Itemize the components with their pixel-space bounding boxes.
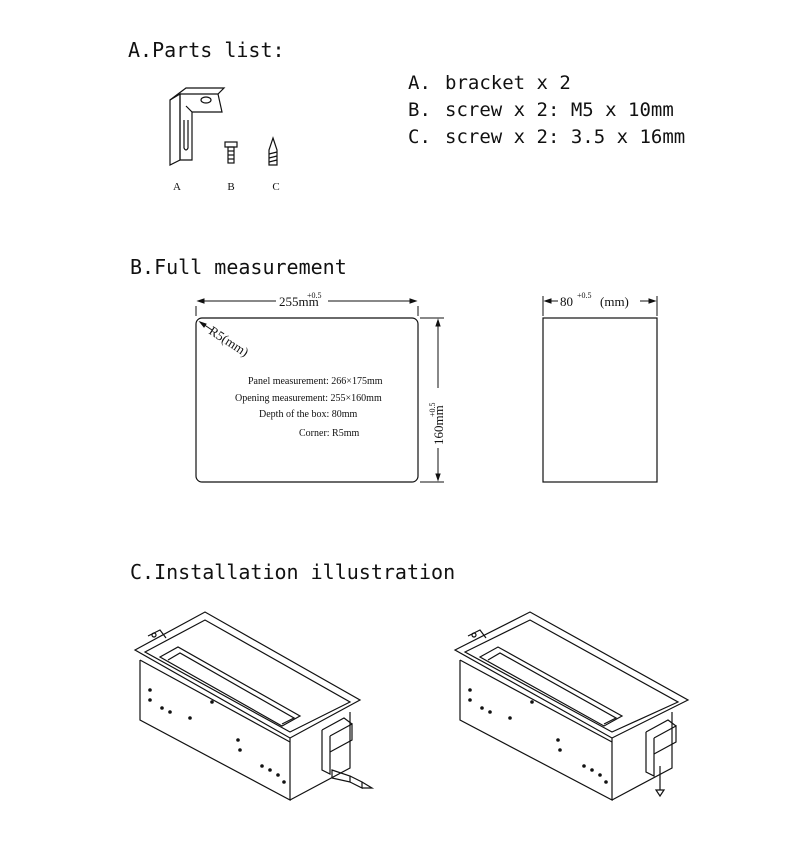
side-outline bbox=[542, 317, 658, 483]
width-value: 255mm bbox=[279, 294, 319, 309]
width-dimension bbox=[195, 298, 419, 316]
panel-outline bbox=[195, 317, 419, 483]
note-opening: Opening measurement: 255×160mm bbox=[235, 393, 382, 404]
part-label-a: A bbox=[173, 181, 181, 193]
wood-screw-drawing bbox=[268, 136, 278, 166]
bracket-part-drawing bbox=[169, 87, 226, 166]
full-measurement-title: B.Full measurement bbox=[130, 255, 347, 279]
note-depth: Depth of the box: 80mm bbox=[259, 409, 358, 420]
depth-dimension bbox=[542, 296, 658, 316]
height-tolerance: +0.5 bbox=[428, 402, 437, 417]
installation-box-left-holes bbox=[148, 688, 286, 784]
width-tolerance: +0.5 bbox=[307, 291, 322, 300]
installation-box-right-holes bbox=[468, 688, 608, 784]
part-label-b: B bbox=[227, 181, 234, 193]
part-b-text: screw x 2: M5 x 10mm bbox=[445, 99, 674, 121]
part-b-letter: B. bbox=[408, 99, 431, 121]
note-corner: Corner: R5mm bbox=[299, 428, 359, 439]
machine-screw-drawing bbox=[224, 141, 238, 164]
part-label-c: C bbox=[272, 181, 279, 193]
height-label: 160mm +0.5 bbox=[428, 402, 446, 445]
part-c-letter: C. bbox=[408, 126, 431, 148]
depth-unit: (mm) bbox=[600, 294, 629, 309]
parts-list-title: A.Parts list: bbox=[128, 38, 285, 62]
part-a-text: bracket x 2 bbox=[445, 72, 571, 94]
installation-box-left bbox=[133, 611, 375, 801]
installation-title: C.Installation illustration bbox=[130, 560, 456, 584]
part-a-letter: A. bbox=[408, 72, 431, 94]
height-value: 160mm bbox=[431, 405, 446, 445]
part-c-text: screw x 2: 3.5 x 16mm bbox=[445, 126, 686, 148]
installation-box-right bbox=[453, 611, 690, 801]
radius-leader bbox=[198, 320, 213, 331]
depth-tolerance: +0.5 bbox=[577, 291, 592, 300]
height-dimension bbox=[420, 317, 444, 483]
depth-value: 80 bbox=[560, 294, 573, 309]
radius-label: R5(mm) bbox=[206, 323, 251, 360]
note-panel: Panel measurement: 266×175mm bbox=[248, 376, 383, 387]
